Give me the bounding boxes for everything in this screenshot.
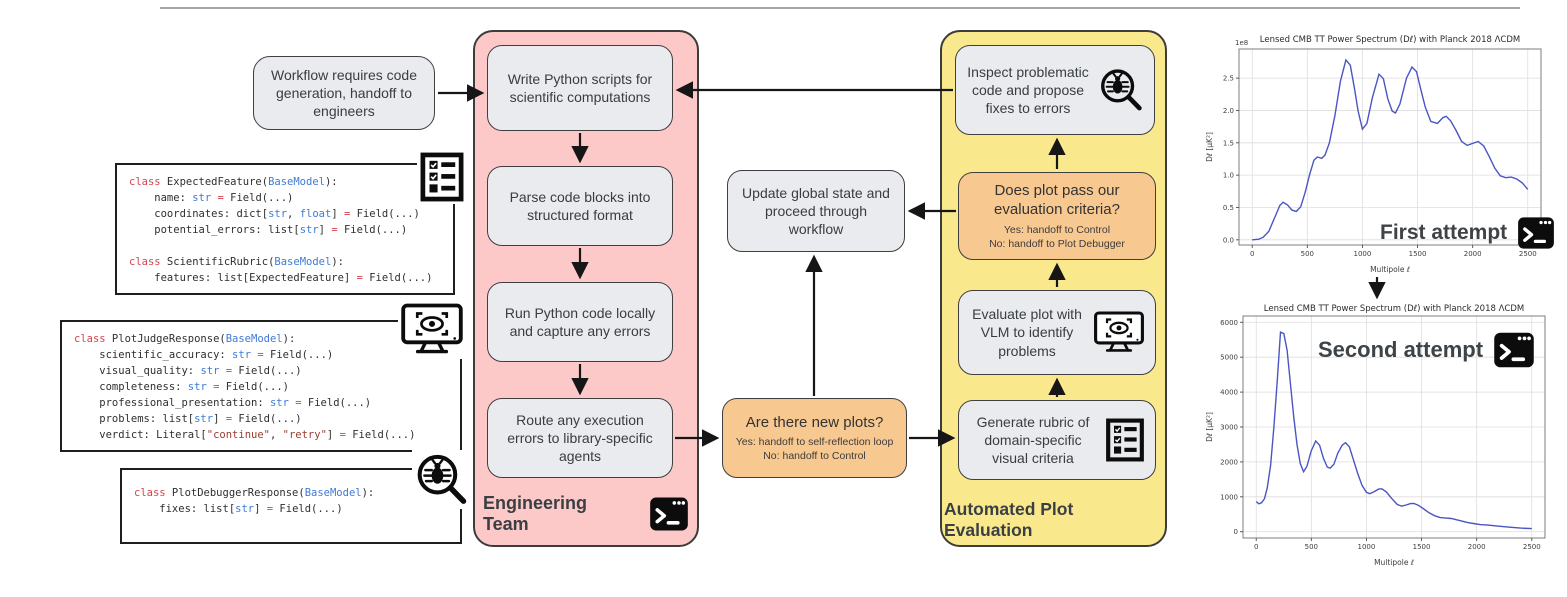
parse-code-label: Parse code blocks into structured format [509,188,651,223]
new-plots-no: No: handoff to Control [763,450,866,463]
start-handoff-label: Workflow requires code generation, hando… [270,66,418,120]
svg-text:2.5: 2.5 [1223,75,1234,83]
generate-rubric-label: Generate rubric of domain-specific visua… [976,413,1090,467]
terminal-icon [1517,216,1555,250]
checklist-icon [417,150,467,204]
svg-text:Multipole ℓ: Multipole ℓ [1370,265,1410,274]
first-attempt-annotation: First attempt [1380,216,1555,250]
checklist-icon [1105,418,1145,462]
svg-text:500: 500 [1305,543,1318,551]
route-errors-label: Route any execution errors to library-sp… [507,411,653,465]
plot-debugger-codebox: class PlotDebuggerResponse(BaseModel): f… [120,468,462,544]
plot-pass-decision-box: Does plot pass our evaluation criteria? … [958,172,1156,260]
top-divider [160,7,1520,9]
svg-text:0: 0 [1254,543,1258,551]
write-python-label: Write Python scripts for scientific comp… [507,70,653,105]
svg-text:1500: 1500 [1413,543,1431,551]
svg-text:0: 0 [1234,528,1238,536]
svg-text:1000: 1000 [1354,250,1372,258]
svg-text:4000: 4000 [1220,389,1238,397]
inspect-code-box: Inspect problematic code and propose fix… [955,45,1155,135]
new-plots-decision-box: Are there new plots? Yes: handoff to sel… [722,398,907,478]
scientific-rubric-codebox: class ExpectedFeature(BaseModel): name: … [115,163,455,295]
plot-pass-question: Does plot pass our evaluation criteria? [994,181,1120,219]
route-errors-box: Route any execution errors to library-sp… [487,398,673,478]
svg-text:Lensed CMB TT Power Spectrum (: Lensed CMB TT Power Spectrum (Dℓ) with P… [1264,304,1524,314]
engineering-team-label: Engineering Team [483,493,588,534]
terminal-icon [1493,331,1535,369]
plot-pass-branches: Yes: handoff to Control No: handoff to P… [989,223,1125,251]
generate-rubric-box: Generate rubric of domain-specific visua… [958,400,1156,480]
svg-text:2500: 2500 [1519,250,1537,258]
svg-text:2000: 2000 [1220,458,1238,466]
second-attempt-annotation: Second attempt [1318,331,1535,369]
new-plots-yes: Yes: handoff to self-reflection loop [735,436,894,449]
run-python-label: Run Python code locally and capture any … [504,304,656,339]
plot-pass-no: No: handoff to Plot Debugger [989,238,1125,250]
svg-text:Dℓ [μK²]: Dℓ [μK²] [1205,132,1214,162]
svg-text:Multipole ℓ: Multipole ℓ [1374,558,1414,567]
svg-text:2000: 2000 [1464,250,1482,258]
write-python-box: Write Python scripts for scientific comp… [487,45,673,131]
svg-text:Lensed CMB TT Power Spectrum (: Lensed CMB TT Power Spectrum (Dℓ) with P… [1260,35,1520,45]
svg-text:1000: 1000 [1358,543,1376,551]
svg-text:0.0: 0.0 [1223,236,1234,244]
svg-text:1500: 1500 [1409,250,1427,258]
svg-text:Dℓ [μK²]: Dℓ [μK²] [1205,412,1214,442]
bug-magnifier-icon [1098,67,1144,113]
svg-text:1.0: 1.0 [1223,172,1234,180]
update-state-box: Update global state and proceed through … [727,170,905,252]
svg-text:2.0: 2.0 [1223,107,1234,115]
first-attempt-label: First attempt [1380,221,1508,244]
svg-text:0.5: 0.5 [1223,204,1234,212]
start-handoff-box: Workflow requires code generation, hando… [253,56,435,130]
parse-code-box: Parse code blocks into structured format [487,166,673,246]
new-plots-branches: Yes: handoff to self-reflection loop No:… [736,435,894,463]
svg-text:2000: 2000 [1468,543,1486,551]
new-plots-question: Are there new plots? [745,413,884,431]
monitor-eye-icon [398,300,466,359]
evaluate-vlm-label: Evaluate plot with VLM to identify probl… [972,306,1082,359]
plot-pass-yes: Yes: handoff to Control [1003,223,1111,236]
svg-text:1e8: 1e8 [1235,39,1248,47]
plot-evaluation-label-row: Automated Plot Evaluation [944,499,1163,540]
plot-judge-codebox: class PlotJudgeResponse(BaseModel): scie… [60,320,462,452]
svg-text:1.5: 1.5 [1223,139,1234,147]
terminal-icon [649,496,689,532]
svg-text:3000: 3000 [1220,424,1238,432]
monitor-eye-icon [1093,310,1145,355]
bug-magnifier-icon [412,450,471,509]
update-state-label: Update global state and proceed through … [742,184,890,238]
first-attempt-plot: 0 500 1000 1500 2000 2500 0.0 0.5 1.0 1.5 2.0 2.5 Le… [1205,33,1553,275]
svg-text:1000: 1000 [1220,493,1238,501]
svg-text:500: 500 [1301,250,1314,258]
plot-evaluation-label: Automated Plot Evaluation [944,499,1074,540]
inspect-code-label: Inspect problematic code and propose fix… [967,63,1089,117]
run-python-box: Run Python code locally and capture any … [487,282,673,362]
svg-text:0: 0 [1250,250,1254,258]
engineering-team-label-row: Engineering Team [483,492,689,536]
svg-text:5000: 5000 [1220,354,1238,362]
svg-text:6000: 6000 [1220,319,1238,327]
svg-text:2500: 2500 [1523,543,1541,551]
evaluate-vlm-box: Evaluate plot with VLM to identify probl… [958,290,1156,375]
second-attempt-label: Second attempt [1318,337,1484,362]
